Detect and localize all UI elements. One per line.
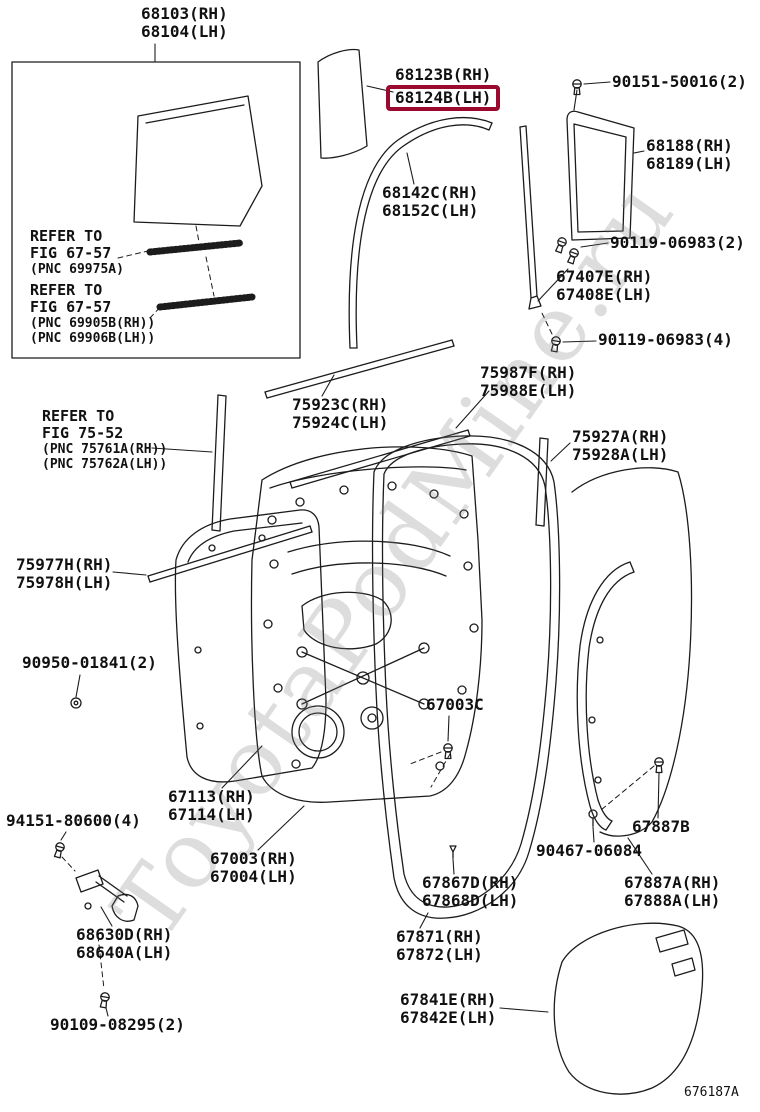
part-number: 67004(LH) [210,867,297,886]
part-number: 67841E(RH) [400,990,497,1009]
refer-note-fig67-57-a: REFER TO FIG 67-57 (PNC 69975A) [30,227,124,278]
refer-note-fig75-52: REFER TO FIG 75-52 (PNC 75761A(RH)) (PNC… [42,407,168,473]
part-label-75977H: 75977H(RH) 75978H(LH) [16,556,112,592]
part-number: 68104(LH) [141,22,228,41]
part-number: 68152C(LH) [382,201,479,220]
highlight-box: 68124B(LH) [386,85,501,111]
part-number: 67003C [426,695,484,714]
part-label-67113: 67113(RH) 67114(LH) [168,788,255,824]
part-label-94151: 94151-80600(4) [6,812,141,830]
part-number: 90119-06983(4) [598,330,733,349]
door-inner-panel [250,446,483,803]
part-number: 67114(LH) [168,805,255,824]
part-number: 68103(RH) [141,4,228,23]
door-outer-panel [174,509,327,783]
part-label-67407E: 67407E(RH) 67408E(LH) [556,268,652,304]
part-label-90119-2: 90119-06983(2) [610,234,745,252]
part-label-67003C: 67003C [426,696,484,714]
note-line: FIG 67-57 [30,298,112,316]
part-number: 90950-01841(2) [22,653,157,672]
part-number: 67408E(LH) [556,285,653,304]
note-line: REFER TO [42,407,115,425]
note-line: (PNC 69975A) [30,262,124,277]
glass-run-channel [348,116,493,349]
part-label-68630D: 68630D(RH) 68640A(LH) [76,926,172,962]
note-line: (PNC 75761A(RH)) [42,442,168,457]
part-label-68188: 68188(RH) 68189(LH) [646,137,733,173]
part-number: 90151-50016(2) [612,72,747,91]
leader-lines [60,43,660,1017]
part-number: 68630D(RH) [76,925,173,944]
part-number: 75987F(RH) [480,363,577,382]
part-number: 75977H(RH) [16,555,113,574]
door-weatherstrip [371,435,561,919]
construction-lines [61,225,655,990]
quarter-window-frame [566,110,635,241]
door-check [75,869,139,922]
service-hole-cover [553,922,704,1095]
part-number: 67887A(RH) [624,873,721,892]
note-line: FIG 67-57 [30,244,112,262]
note-line: REFER TO [30,281,103,299]
part-number: 68142C(RH) [382,183,479,202]
part-label-90151: 90151-50016(2) [612,73,747,91]
part-number: 75927A(RH) [572,427,669,446]
part-number: 75924C(LH) [292,413,389,432]
part-label-90119-4: 90119-06983(4) [598,331,733,349]
part-label-67841E: 67841E(RH) 67842E(LH) [400,991,496,1027]
part-number: 68189(LH) [646,154,733,173]
part-number: 67842E(LH) [400,1008,497,1027]
part-number: 75978H(LH) [16,573,113,592]
part-label-67003: 67003(RH) 67004(LH) [210,850,297,886]
part-label-90109: 90109-08295(2) [50,1016,185,1034]
part-number: 68188(RH) [646,136,733,155]
fasteners [52,79,664,1009]
part-number: 90109-08295(2) [50,1015,185,1034]
note-line: REFER TO [30,227,103,245]
part-number: 67888A(LH) [624,891,721,910]
note-line: FIG 75-52 [42,424,124,442]
part-number: 67871(RH) [396,927,483,946]
quarter-glass [317,48,368,159]
part-label-75927A: 75927A(RH) 75928A(LH) [572,428,668,464]
part-label-75923C: 75923C(RH) 75924C(LH) [292,396,388,432]
part-label-67887B: 67887B [632,818,690,836]
part-number: 67887B [632,817,690,836]
reference-box [11,61,301,359]
part-number: 67868D(LH) [422,891,519,910]
refer-note-fig67-57-b: REFER TO FIG 67-57 (PNC 69905B(RH)) (PNC… [30,281,156,347]
part-label-68103: 68103(RH) 68104(LH) [141,5,228,41]
division-bar [519,125,542,310]
part-label-68142C: 68142C(RH) 68152C(LH) [382,184,478,220]
part-number: 67113(RH) [168,787,255,806]
part-number: 67407E(RH) [556,267,653,286]
part-number: 94151-80600(4) [6,811,141,830]
part-number: 67003(RH) [210,849,297,868]
part-label-90467: 90467-06084 [536,842,642,860]
part-label-90950: 90950-01841(2) [22,654,157,672]
part-number: 68640A(LH) [76,943,173,962]
part-label-67871: 67871(RH) 67872(LH) [396,928,483,964]
part-label-67887A: 67887A(RH) 67888A(LH) [624,874,720,910]
part-number: 75988E(LH) [480,381,577,400]
part-number: 68123B(RH) [395,65,492,84]
note-line: (PNC 69906B(LH)) [30,331,156,346]
part-number: 67867D(RH) [422,873,519,892]
part-number: 75923C(RH) [292,395,389,414]
part-number: 67872(LH) [396,945,483,964]
note-line: (PNC 75762A(LH)) [42,457,168,472]
part-number-highlighted: 68124B(LH) [395,88,492,107]
part-label-68123B: 68123B(RH) 68124B(LH) [386,65,501,111]
part-number: 90119-06983(2) [610,233,745,252]
figure-code: 676187A [684,1085,739,1100]
part-label-75987F: 75987F(RH) 75988E(LH) [480,364,576,400]
note-line: (PNC 69905B(RH)) [30,316,156,331]
part-number: 75928A(LH) [572,445,669,464]
part-label-67867D: 67867D(RH) 67868D(LH) [422,874,518,910]
rear-door-channel [571,467,693,837]
part-number: 90467-06084 [536,841,642,860]
